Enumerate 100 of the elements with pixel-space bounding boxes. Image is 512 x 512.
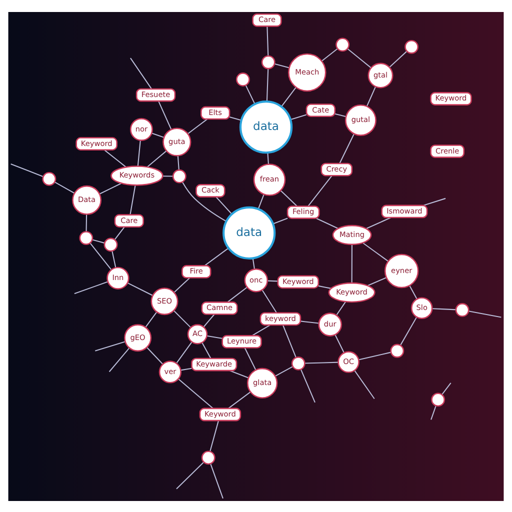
connector xyxy=(281,86,296,106)
node-circle xyxy=(236,72,250,86)
connector xyxy=(94,340,126,351)
connector xyxy=(290,114,307,120)
connector xyxy=(266,26,269,56)
connector xyxy=(228,391,251,408)
connector xyxy=(347,48,372,68)
connector xyxy=(334,334,344,352)
connector xyxy=(300,320,319,324)
node-circle xyxy=(79,230,94,244)
connector xyxy=(321,48,338,61)
connector xyxy=(274,62,290,68)
connector xyxy=(127,282,153,296)
node-circle xyxy=(261,54,276,69)
connector xyxy=(441,382,452,394)
connector xyxy=(267,152,269,164)
connector xyxy=(367,276,387,286)
connector xyxy=(180,367,192,370)
connector xyxy=(112,250,116,268)
connector xyxy=(308,174,332,206)
node-circle xyxy=(291,356,306,370)
connector xyxy=(114,226,125,240)
connector xyxy=(351,244,352,283)
connector xyxy=(230,370,249,378)
connector xyxy=(362,242,388,262)
connector xyxy=(173,310,191,328)
connector xyxy=(90,242,112,270)
connector xyxy=(86,214,88,232)
connector xyxy=(145,311,158,328)
node-circle xyxy=(390,343,404,358)
connector xyxy=(92,238,105,244)
connector xyxy=(262,289,277,313)
connector xyxy=(152,132,164,138)
connector xyxy=(339,133,355,164)
node-circle xyxy=(104,237,118,252)
connector xyxy=(245,84,256,104)
node-circle xyxy=(404,39,418,54)
connector xyxy=(158,100,172,130)
connector xyxy=(54,181,75,194)
connector xyxy=(210,463,224,498)
connector xyxy=(354,370,375,399)
connector xyxy=(203,314,215,327)
connector xyxy=(229,116,242,120)
connector xyxy=(409,284,418,299)
connector xyxy=(280,190,298,206)
connector xyxy=(336,300,346,315)
connector xyxy=(430,404,436,420)
connector xyxy=(252,258,255,269)
connector xyxy=(206,334,222,338)
connector xyxy=(334,112,346,117)
connector xyxy=(227,286,248,302)
connector xyxy=(146,150,167,167)
connector xyxy=(275,366,293,376)
connector xyxy=(174,276,190,292)
connector xyxy=(137,140,141,166)
connector xyxy=(176,341,192,364)
connector xyxy=(304,361,338,364)
connector xyxy=(244,347,256,370)
node-circle: data xyxy=(239,100,293,154)
node-circle xyxy=(172,168,186,183)
connector xyxy=(10,163,44,177)
connector xyxy=(252,324,270,336)
connector xyxy=(130,57,152,89)
node-circle xyxy=(201,450,216,464)
connector xyxy=(258,193,264,209)
node-circle xyxy=(431,392,446,406)
connector xyxy=(358,351,392,360)
node-circle: data xyxy=(222,206,276,260)
connector xyxy=(424,197,446,206)
connector xyxy=(74,280,108,294)
connector xyxy=(130,184,136,214)
connector xyxy=(468,310,502,318)
connector xyxy=(99,182,122,194)
connector xyxy=(177,155,180,170)
connector xyxy=(268,280,278,282)
node-circle xyxy=(42,171,56,186)
connector xyxy=(202,342,212,358)
connector xyxy=(176,461,204,489)
connector xyxy=(178,378,214,408)
connector xyxy=(273,217,288,224)
node-circle xyxy=(336,37,350,52)
connector xyxy=(388,50,408,68)
connector xyxy=(146,346,164,364)
connector xyxy=(187,118,208,134)
connector xyxy=(316,217,338,228)
connector xyxy=(104,149,126,167)
connector xyxy=(282,324,296,358)
connector xyxy=(318,284,332,288)
connector xyxy=(210,420,219,452)
connector xyxy=(162,175,174,176)
node-circle xyxy=(455,302,470,316)
connector xyxy=(400,316,418,346)
connector xyxy=(432,308,456,310)
connector xyxy=(366,86,376,106)
connector xyxy=(366,216,392,229)
connector xyxy=(300,368,316,402)
connector xyxy=(266,68,269,101)
connector xyxy=(216,196,232,214)
connector xyxy=(108,346,130,372)
connector xyxy=(204,247,229,266)
